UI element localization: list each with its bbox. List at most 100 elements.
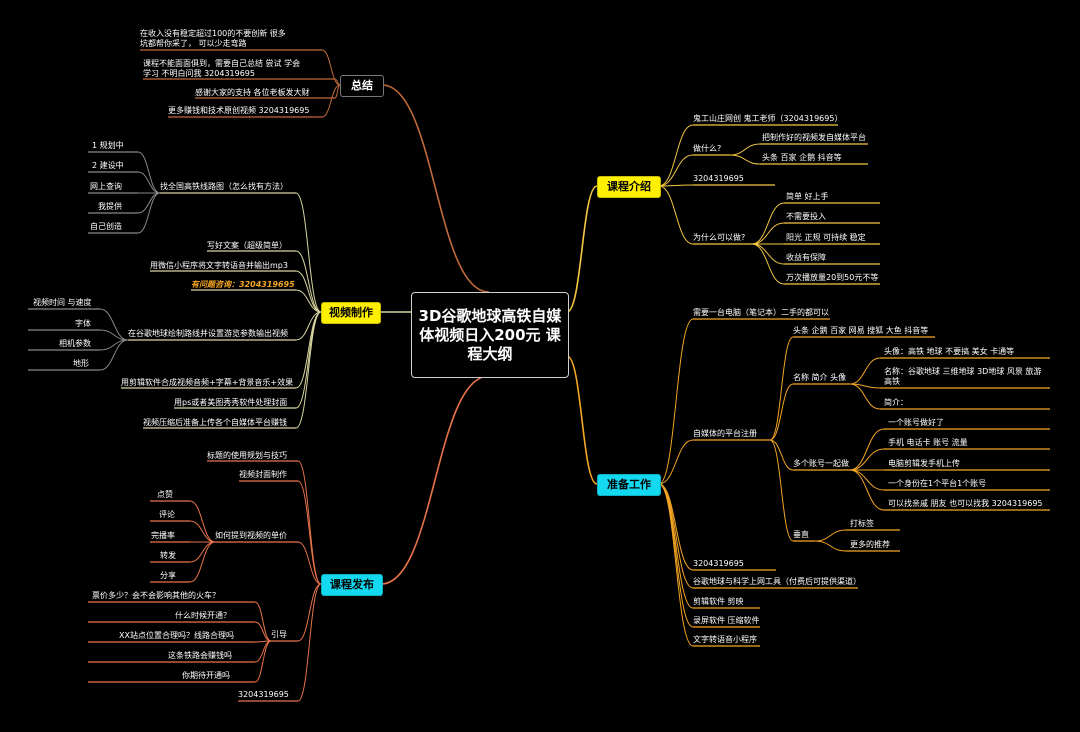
summary-item-2[interactable]: 课程不能面面俱到，需要自己总结 尝试 学会学习 不明白问我 3204319695 [143, 59, 301, 78]
prep-tool-recorder[interactable]: 录屏软件 压缩软件 [693, 616, 760, 625]
draw-route-node[interactable]: 在谷歌地球绘制路线并设置游览参数输出视频 [128, 329, 288, 338]
rate-child-4[interactable]: 转发 [160, 551, 176, 560]
connector [189, 520, 216, 543]
prep-tool-editor[interactable]: 剪辑软件 剪映 [693, 597, 744, 606]
intro-contact[interactable]: 3204319695 [693, 174, 744, 183]
connector [658, 185, 694, 245]
central-topic[interactable]: 3D谷歌地球高铁自媒体视频日入200元 课程大纲 [411, 292, 569, 378]
name-child-name[interactable]: 名称：谷歌地球 三维地球 3D地球 风景 旅游 高铁 [884, 367, 1042, 386]
publish-title-tips[interactable]: 标题的使用规划与技巧 [207, 451, 287, 460]
rate-child-5[interactable]: 分享 [160, 571, 176, 580]
find-child-1[interactable]: 1 规划中 [92, 141, 124, 150]
connector [295, 250, 322, 313]
prep-tool-vpn[interactable]: 谷歌地球与科学上网工具（付费后可提供渠道） [693, 577, 861, 586]
reg-platforms[interactable]: 头条 企鹅 百家 网易 搜狐 大鱼 抖音等 [793, 326, 929, 335]
connector [189, 541, 216, 563]
connector [254, 640, 272, 663]
multi-child-1[interactable]: 一个账号做好了 [888, 418, 944, 427]
video-tail-1[interactable]: 用剪辑软件合成视频音频+字幕+背景音乐+效果 [121, 378, 294, 387]
branch-course-intro[interactable]: 课程介绍 [597, 176, 661, 198]
connector [566, 185, 598, 313]
name-child-avatar[interactable]: 头像：高铁 地球 不要搞 美女 卡通等 [884, 347, 1015, 356]
why-child-2[interactable]: 不需要投入 [786, 212, 826, 221]
connector [769, 439, 794, 471]
connector [295, 289, 322, 313]
find-child-3[interactable]: 网上查询 [90, 182, 122, 191]
connector [751, 202, 785, 245]
what-child-2[interactable]: 头条 百家 企鹅 抖音等 [762, 153, 842, 162]
video-item-contact[interactable]: 有问题咨询：3204319695 [191, 280, 295, 289]
connector [99, 329, 129, 341]
guide-child-4[interactable]: 这条铁路会赚钱吗 [168, 651, 232, 660]
guide-child-2[interactable]: 什么时候开通？ [175, 611, 231, 620]
summary-item-3[interactable]: 感谢大家的支持 各位老板发大财 [195, 88, 310, 97]
why-child-5[interactable]: 万次播放量20到50元不等 [786, 273, 879, 282]
connector [849, 428, 885, 471]
multi-child-2[interactable]: 手机 电话卡 账号 流量 [888, 438, 968, 447]
branch-summary[interactable]: 总结 [340, 75, 384, 97]
connector [751, 222, 785, 245]
connector [137, 192, 161, 214]
rate-child-3[interactable]: 完播率 [151, 531, 175, 540]
name-child-intro[interactable]: 简介： [884, 398, 908, 407]
video-item-script[interactable]: 写好文案（超级简单） [207, 241, 287, 250]
vertical-child-1[interactable]: 打标签 [850, 519, 874, 528]
connector [658, 483, 694, 647]
connector [137, 171, 161, 194]
find-child-4[interactable]: 我提供 [98, 202, 122, 211]
guide-child-5[interactable]: 你期待开通吗 [182, 671, 230, 680]
branch-preparation[interactable]: 准备工作 [597, 474, 661, 496]
why-child-3[interactable]: 阳光 正规 可持续 稳定 [786, 233, 866, 242]
connector [321, 49, 341, 86]
guide-child-3[interactable]: XX站点位置合理吗？线路合理吗 [119, 631, 234, 640]
find-routes-node[interactable]: 找全国高铁线路图（怎么找有方法） [160, 182, 288, 191]
video-tail-2[interactable]: 用ps或者美图秀秀软件处理封面 [174, 398, 288, 407]
prep-tool-tts[interactable]: 文字转语音小程序 [693, 635, 757, 644]
connector [297, 541, 322, 585]
summary-item-4[interactable]: 更多赚钱和技术原创视频 3204319695 [168, 106, 310, 115]
connector [189, 500, 216, 543]
draw-child-1[interactable]: 视频时间 与速度 [33, 298, 92, 307]
reg-vertical-node[interactable]: 垂直 [793, 530, 809, 539]
find-child-5[interactable]: 自己创造 [90, 222, 122, 231]
prep-contact[interactable]: 3204319695 [693, 559, 744, 568]
video-item-tts[interactable]: 用微信小程序将文字转语音并输出mp3 [150, 261, 288, 270]
connector [381, 84, 490, 293]
connector [254, 621, 272, 642]
branch-course-publish[interactable]: 课程发布 [321, 574, 383, 596]
connector [658, 483, 694, 589]
multi-child-3[interactable]: 电脑剪辑发手机上传 [888, 459, 960, 468]
why-child-4[interactable]: 收益有保障 [786, 253, 826, 262]
summary-item-1[interactable]: 在收入没有稳定超过100的不要创新 很多坑都帮你采了， 可以少走弯路 [140, 29, 286, 48]
guide-child-1[interactable]: 票价多少？会不会影响其他的火车？ [92, 591, 220, 600]
branch-video-production[interactable]: 视频制作 [321, 302, 381, 324]
connector [137, 192, 161, 234]
what-child-1[interactable]: 把制作好的视频发自媒体平台 [762, 133, 866, 142]
reg-name-node[interactable]: 名称 简介 头像 [793, 373, 847, 382]
multi-child-5[interactable]: 可以找亲戚 朋友 也可以找我 3204319695 [888, 499, 1043, 508]
rate-child-1[interactable]: 点赞 [157, 490, 173, 499]
why-child-1[interactable]: 简单 好上手 [786, 192, 829, 201]
rate-child-2[interactable]: 评论 [159, 510, 175, 519]
find-child-2[interactable]: 2 建设中 [92, 161, 124, 170]
intro-teacher[interactable]: 鬼工山庄网创 鬼工老师（3204319695） [693, 114, 843, 123]
video-tail-3[interactable]: 视频压缩后准备上传各个自媒体平台赚钱 [143, 418, 287, 427]
publish-contact[interactable]: 3204319695 [238, 690, 289, 699]
connector [295, 311, 322, 429]
guide-node[interactable]: 引导 [271, 630, 287, 639]
connector [566, 355, 598, 485]
reg-node[interactable]: 自媒体的平台注册 [693, 429, 757, 438]
connector [321, 84, 341, 118]
multi-child-4[interactable]: 一个身份在1个平台1个账号 [888, 479, 987, 488]
vertical-child-2[interactable]: 更多的推荐 [850, 540, 890, 549]
prep-computer[interactable]: 需要一台电脑（笔记本）二手的都可以 [693, 308, 829, 317]
publish-cover[interactable]: 视频封面制作 [239, 470, 287, 479]
intro-why-node[interactable]: 为什么可以做? [693, 233, 746, 242]
draw-child-3[interactable]: 相机参数 [59, 339, 91, 348]
intro-what-node[interactable]: 做什么? [693, 144, 722, 153]
draw-child-4[interactable]: 地形 [73, 359, 89, 368]
reg-multi-node[interactable]: 多个账号一起做 [793, 459, 849, 468]
draw-child-2[interactable]: 字体 [75, 319, 91, 328]
rate-node[interactable]: 如何提到视频的单价 [215, 531, 287, 540]
